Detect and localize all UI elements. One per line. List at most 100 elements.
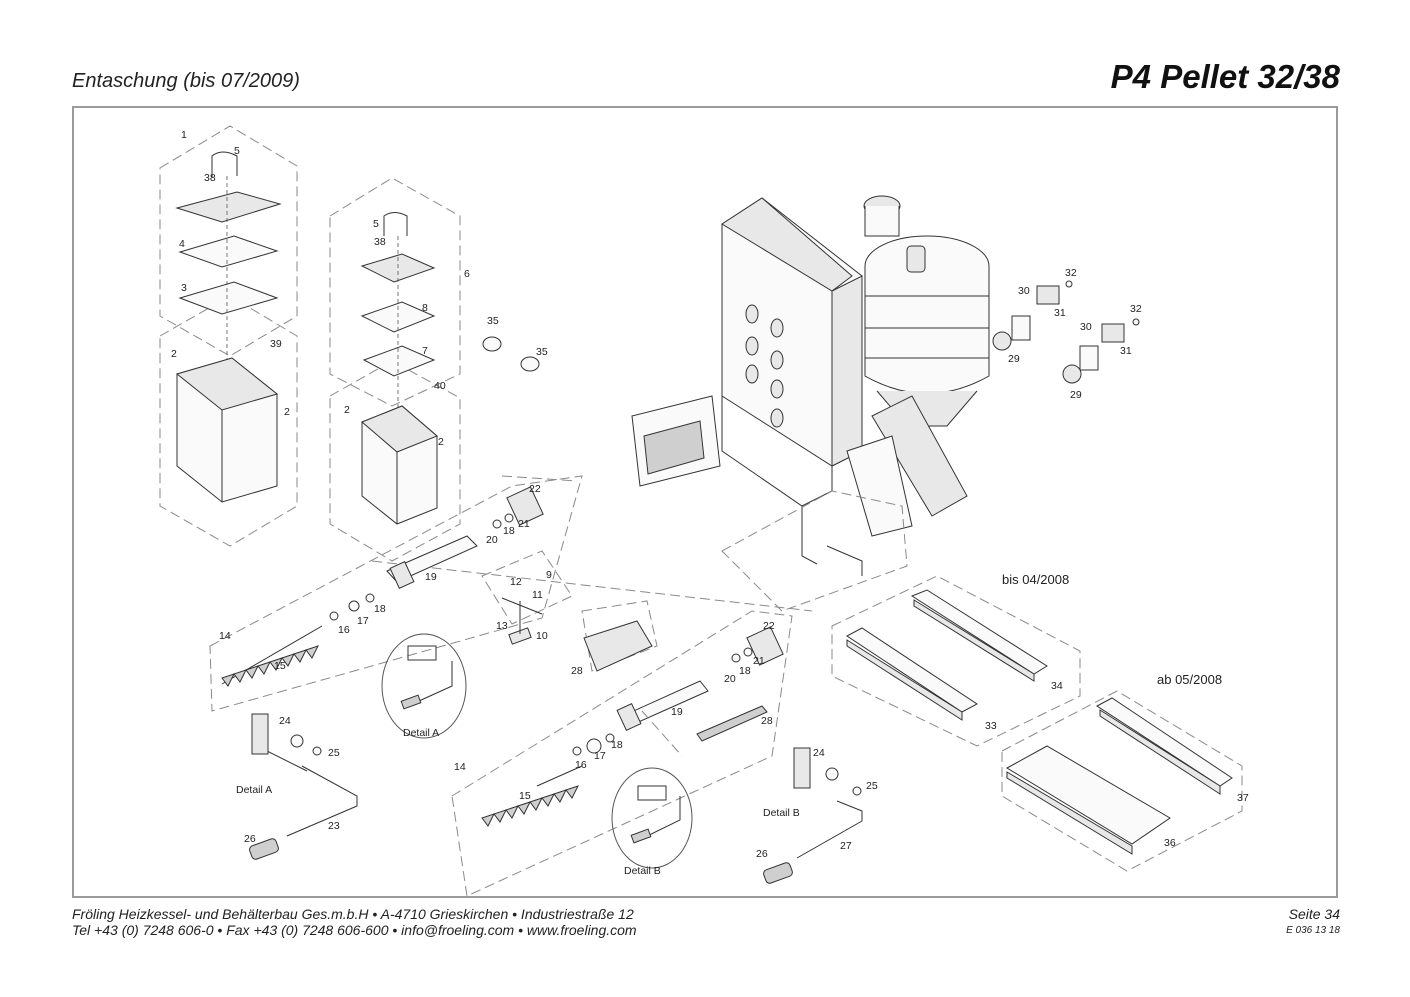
- label-33: 33: [985, 720, 997, 732]
- lid-part-38: [175, 191, 282, 223]
- label-16b: 16: [575, 759, 587, 771]
- label-2c: 2: [344, 404, 350, 416]
- label-29b: 29: [1070, 389, 1082, 401]
- label-2: 2: [171, 348, 177, 360]
- label-30a: 30: [1018, 285, 1030, 297]
- exploded-parts-diagram: 1 5 38 4 3 39 2 2 5 38 6 8 7 40 2 2 35 3…: [159, 125, 1249, 897]
- label-1: 1: [181, 129, 187, 141]
- boiler-unit: [631, 195, 990, 576]
- container-top-b: [361, 405, 438, 453]
- label-26: 26: [244, 833, 256, 845]
- label-7: 7: [422, 345, 428, 357]
- label-20b: 20: [724, 673, 736, 685]
- group-6-box-outline: [329, 360, 461, 562]
- label-40: 40: [434, 380, 446, 392]
- feed-auger-housing: [871, 395, 968, 517]
- label-16: 16: [338, 624, 350, 636]
- bracket-31a: [1011, 315, 1031, 341]
- label-2b: 2: [284, 406, 290, 418]
- tray-part-37: [1096, 697, 1233, 787]
- crank-bracket-24: [251, 713, 269, 755]
- flange-part-22b: [746, 626, 784, 666]
- group-1-outline: [159, 125, 298, 357]
- document-number: E 036 13 18: [1286, 925, 1340, 936]
- product-title: P4 Pellet 32/38: [1110, 58, 1340, 95]
- crank-rod-23: [286, 765, 358, 837]
- ash-container-1-group: [159, 125, 298, 547]
- motor-29b: [1062, 364, 1082, 384]
- container-top: [175, 357, 279, 411]
- label-31b: 31: [1120, 345, 1132, 357]
- label-31a: 31: [1054, 307, 1066, 319]
- footer-company-line: Fröling Heizkessel- und Behälterbau Ges.…: [72, 906, 634, 922]
- trays-new-outline: [1001, 690, 1243, 872]
- label-25b: 25: [866, 780, 878, 792]
- boiler-top: [721, 197, 853, 292]
- label-17: 17: [357, 615, 369, 627]
- boiler-side: [831, 275, 863, 467]
- door-panel: [643, 420, 705, 475]
- footer-contact-line: Tel +43 (0) 7248 606-0 • Fax +43 (0) 724…: [72, 922, 637, 938]
- label-23: 23: [328, 820, 340, 832]
- crank-handle-26b: [763, 862, 793, 884]
- plate-part-3: [178, 281, 279, 315]
- label-18b: 18: [374, 603, 386, 615]
- label-38: 38: [204, 172, 216, 184]
- section-title: Entaschung (bis 07/2009): [72, 70, 300, 92]
- label-38b: 38: [374, 236, 386, 248]
- trays-ab-05-2008: [1001, 690, 1243, 872]
- base-outline: [721, 490, 908, 612]
- trays-old-outline: [831, 575, 1081, 747]
- auger-top-outline: [209, 475, 583, 712]
- page-number: Seite 34: [1288, 906, 1340, 922]
- label-22: 22: [529, 483, 541, 495]
- drawing-frame: [72, 106, 1338, 898]
- label-35b: 35: [536, 346, 548, 358]
- label-18: 18: [503, 525, 515, 537]
- label-29a: 29: [1008, 353, 1020, 365]
- label-11: 11: [532, 589, 543, 601]
- blade-part-28: [696, 705, 768, 742]
- crank-rod-27: [796, 800, 863, 859]
- label-32a: 32: [1065, 267, 1077, 279]
- label-21b: 21: [753, 655, 765, 667]
- motor-set-2: [1062, 318, 1140, 384]
- label-14b: 14: [454, 761, 466, 773]
- label-8: 8: [422, 302, 428, 314]
- ring-part-35a: [482, 336, 502, 352]
- label-15: 15: [274, 660, 286, 672]
- detail-label-a-circle: Detail A: [403, 727, 439, 739]
- motor-29a: [992, 331, 1012, 351]
- detail-a-circle: [381, 633, 467, 739]
- label-39: 39: [270, 338, 282, 350]
- auger-assembly-bottom: [451, 600, 793, 897]
- label-15b: 15: [519, 790, 531, 802]
- label-26b: 26: [756, 848, 768, 860]
- plate-part-7: [362, 345, 436, 377]
- label-4: 4: [179, 238, 185, 250]
- label-30b: 30: [1080, 321, 1092, 333]
- label-28b: 28: [761, 715, 773, 727]
- cyclone-body: [864, 266, 990, 394]
- part-9-outline: [481, 550, 573, 625]
- tray-part-34: [910, 589, 1048, 675]
- label-10: 10: [536, 630, 548, 642]
- plate-30b: [1101, 323, 1125, 343]
- motor-set-1: [992, 280, 1073, 351]
- auger-bottom-outline: [451, 610, 793, 897]
- label-35a: 35: [487, 315, 499, 327]
- flange-part-22: [506, 486, 544, 526]
- label-32b: 32: [1130, 303, 1142, 315]
- ring-part-35b: [520, 356, 540, 372]
- feed-box: [846, 435, 913, 537]
- label-5: 5: [234, 145, 240, 157]
- auger-assembly-top: [209, 475, 813, 712]
- plate-30a: [1036, 285, 1060, 305]
- tube-part-19: [386, 535, 478, 583]
- group-6-outline: [329, 177, 461, 407]
- crank-detail-a: [249, 713, 358, 860]
- tray-part-33: [846, 627, 978, 713]
- label-37: 37: [1237, 792, 1249, 804]
- label-27: 27: [840, 840, 852, 852]
- label-3: 3: [181, 282, 187, 294]
